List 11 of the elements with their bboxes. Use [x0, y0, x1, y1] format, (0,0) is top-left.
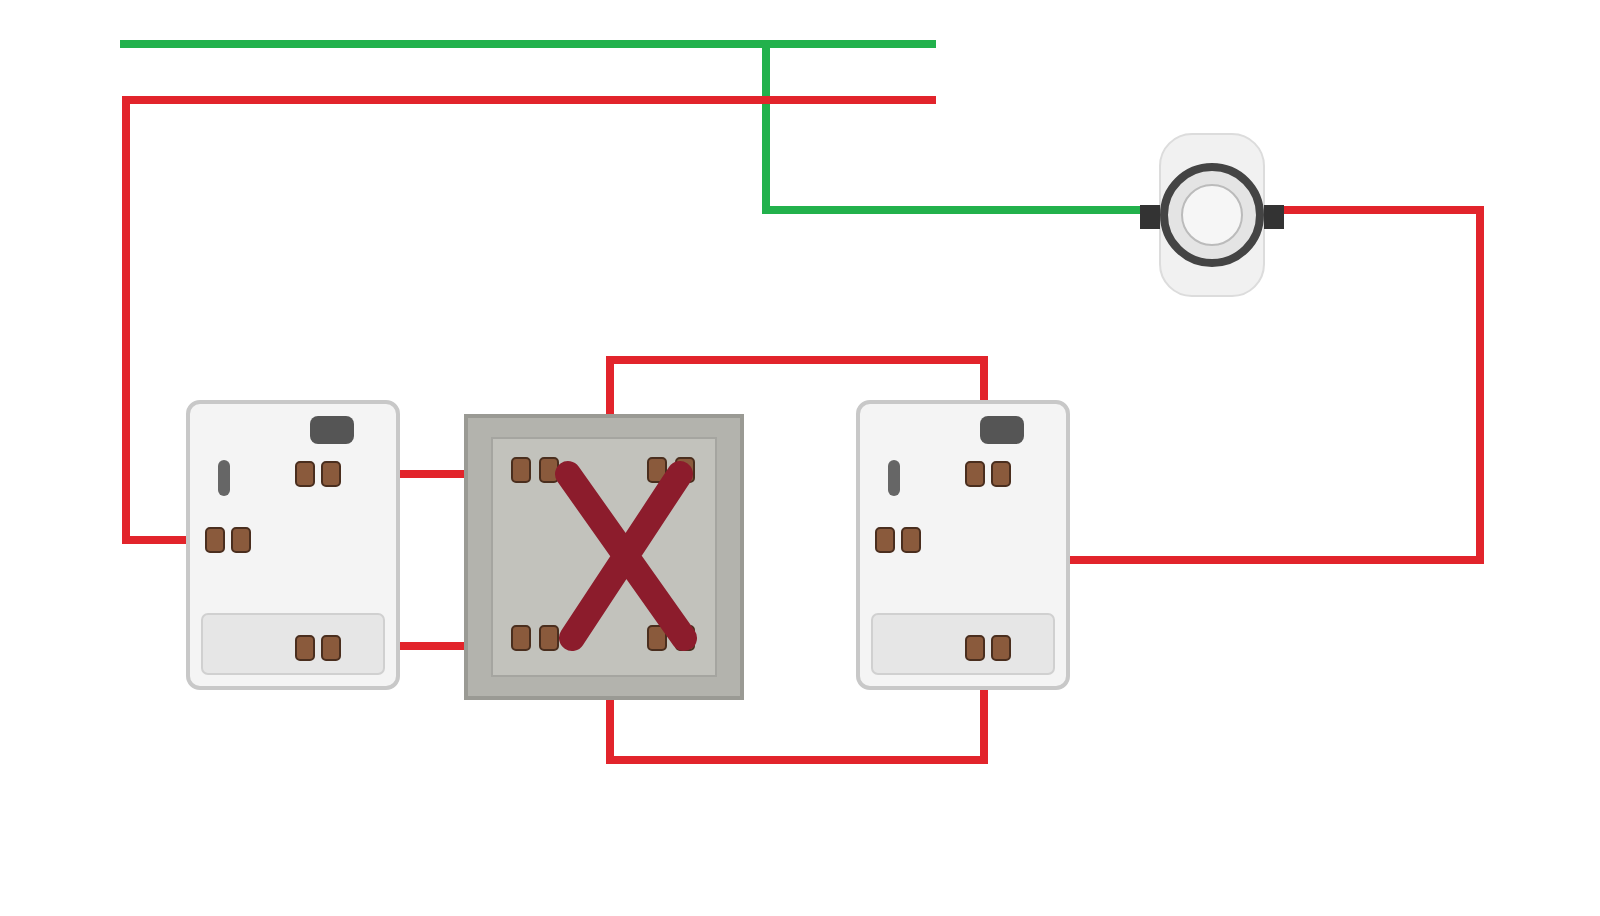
switch-drawing — [856, 400, 1070, 690]
wire — [1070, 206, 1484, 564]
wire — [400, 642, 464, 650]
wire — [400, 470, 464, 478]
wire — [122, 96, 936, 544]
wire — [606, 356, 988, 414]
wire — [116, 40, 1144, 214]
intermediate-switch-drawing — [464, 414, 744, 700]
lamp-drawing — [1140, 130, 1284, 300]
wire — [606, 690, 988, 764]
switch-drawing — [186, 400, 400, 690]
